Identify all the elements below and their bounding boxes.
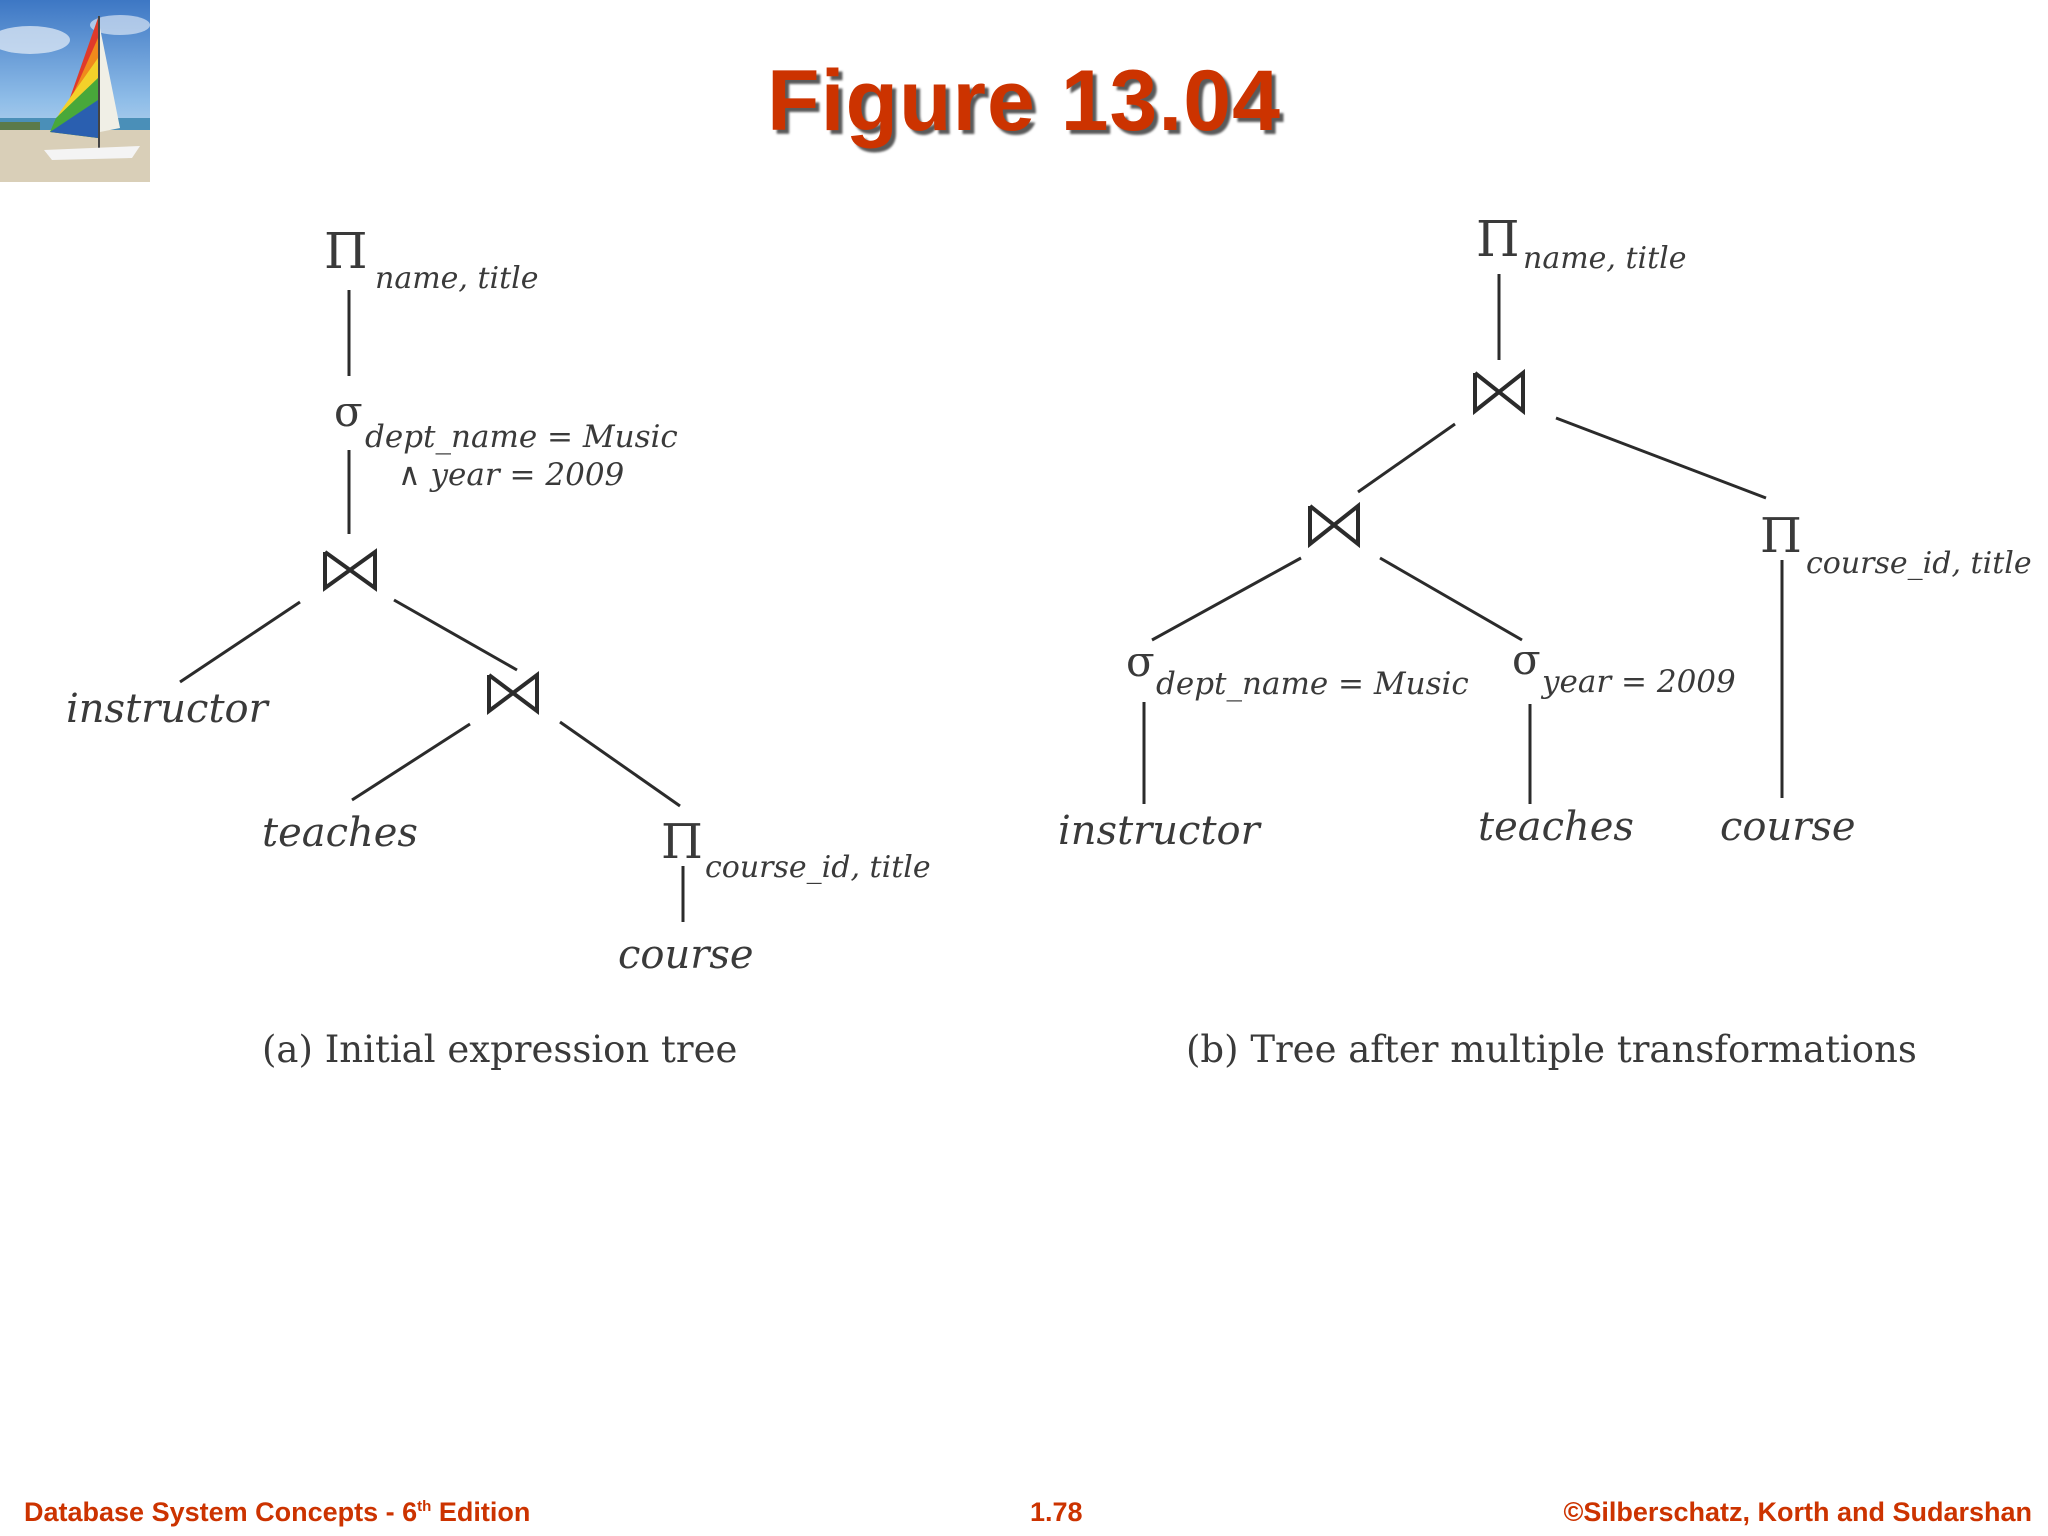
leaf-b-course: course [1720, 804, 1856, 850]
footer-copyright: ©Silberschatz, Korth and Sudarshan [1563, 1497, 2032, 1527]
join-icon-b-left [1308, 501, 1360, 549]
edge-a-join1-join2 [393, 598, 518, 672]
leaf-b-instructor: instructor [1058, 808, 1263, 854]
caption-a: (a) Initial expression tree [262, 1028, 737, 1071]
edge-b-jointop-joinleft [1357, 422, 1456, 494]
footer-book-title: Database System Concepts - 6th Edition [24, 1497, 530, 1528]
footer-page-number: 1.78 [1030, 1497, 1083, 1527]
proj-symbol-b-2: Π [1760, 508, 1802, 564]
edge-b-joinleft-sel2 [1379, 556, 1523, 642]
edge-a-join2-proj2 [559, 720, 681, 808]
sel-symbol-a: σ [334, 387, 363, 436]
proj-symbol-a-2: Π [661, 814, 703, 870]
proj-symbol-a-root: Π [324, 222, 368, 280]
edge-a-join1-instructor [179, 600, 301, 684]
footer-book-title-main: Database System Concepts - 6 [24, 1497, 418, 1527]
sel-subscript-b-1: dept_name = Music [1156, 666, 1469, 702]
leaf-b-teaches: teaches [1478, 804, 1634, 850]
edge-b-joinleft-sel1 [1151, 556, 1302, 642]
footer-book-title-sup: th [417, 1498, 432, 1515]
leaf-a-teaches: teaches [262, 810, 418, 856]
proj-subscript-a-2: course_id, title [705, 850, 931, 885]
footer-book-title-tail: Edition [431, 1497, 531, 1527]
page-title: Figure 13.04 [767, 53, 1281, 149]
sailboat-logo-icon [0, 0, 150, 182]
sel-condition-a-line1: dept_name = Music [365, 419, 678, 455]
sel-symbol-b-1: σ [1126, 637, 1155, 686]
join-icon-b-top [1473, 368, 1525, 416]
leaf-a-instructor: instructor [66, 686, 271, 732]
join-icon-a1 [323, 548, 377, 592]
sel-condition-a-line2: ∧ year = 2009 [398, 457, 624, 493]
caption-b: (b) Tree after multiple transformations [1186, 1028, 1917, 1071]
join-icon-a2 [487, 671, 539, 715]
proj-subscript-b-2: course_id, title [1806, 546, 2032, 581]
proj-symbol-b-root: Π [1476, 210, 1520, 268]
tree-edges [179, 274, 1784, 922]
leaf-a-course: course [618, 932, 754, 978]
edge-a-join2-teaches [351, 722, 471, 802]
proj-subscript-a-root: name, title [375, 261, 539, 296]
sel-symbol-b-2: σ [1512, 635, 1541, 684]
sel-subscript-b-2: year = 2009 [1540, 664, 1736, 700]
edge-b-jointop-proj2 [1555, 416, 1767, 500]
proj-subscript-b-root: name, title [1523, 241, 1687, 276]
